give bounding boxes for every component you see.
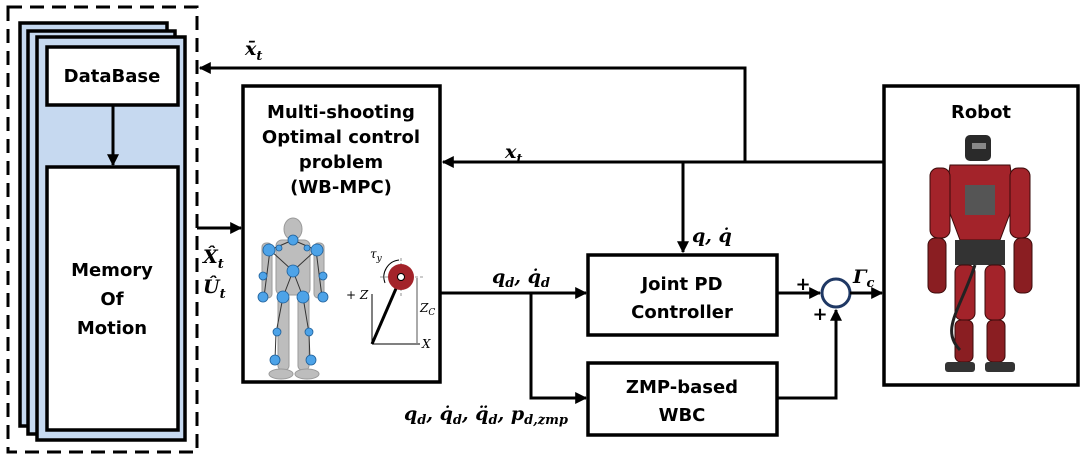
- joint-pd-block: [586, 253, 779, 337]
- zmp-wbc-block: [586, 361, 779, 437]
- u-hat-label: Ût: [203, 275, 226, 302]
- pendulum-diagram: τy + Z ZC X: [346, 247, 435, 351]
- mpc-label-4: (WB-MPC): [290, 177, 392, 198]
- zc-label: ZC: [419, 301, 435, 318]
- qd-qdotd-label: qd, q̇d: [492, 266, 550, 291]
- zmp-inputs-label: qd, q̇d, q̈d, pd,zmp: [404, 403, 568, 428]
- zmp-wbc-label-1: ZMP-based: [626, 377, 738, 398]
- plus-bottom-label: +: [812, 304, 827, 325]
- zmp-wbc-label-2: WBC: [659, 405, 706, 426]
- mpc-label-3: problem: [299, 152, 383, 173]
- joint-pd-label-2: Controller: [631, 302, 733, 323]
- mpc-label-2: Optimal control: [262, 127, 420, 148]
- gamma-label: Γc: [852, 266, 875, 291]
- joint-pd-label-1: Joint PD: [639, 274, 722, 295]
- plus-top-label: +: [795, 274, 810, 295]
- robot-label: Robot: [951, 102, 1011, 123]
- x-axis-label: X: [421, 337, 431, 351]
- tau-label: τy: [370, 247, 383, 264]
- dashed-boundary: [6, 5, 199, 454]
- q-qdot-label: q, q̇: [692, 225, 732, 247]
- robot-block: Robot: [882, 84, 1080, 387]
- memory-label-1: Memory: [71, 260, 153, 281]
- z-axis-label: + Z: [346, 288, 369, 302]
- mpc-block: Multi-shooting Optimal control problem (…: [241, 84, 442, 384]
- xt-label: xt: [504, 141, 522, 167]
- humanoid-model-image: [257, 217, 329, 380]
- torque-arrow: [383, 259, 400, 284]
- mpc-label-1: Multi-shooting: [267, 102, 415, 123]
- refs-to-zmp-arrow: [529, 293, 588, 404]
- memory-of-motion-group: DataBase Memory Of Motion: [6, 5, 199, 454]
- memory-block: [45, 165, 180, 432]
- wbc-to-sum-arrow: [777, 308, 842, 400]
- xbar-feedback-arrow: [198, 62, 747, 162]
- xbar-label: x̄t: [244, 38, 262, 64]
- robot-photo: [927, 135, 1033, 372]
- summing-junction: [820, 277, 852, 309]
- memory-label-2: Of: [100, 289, 123, 310]
- database-label: DataBase: [64, 66, 161, 87]
- memory-label-3: Motion: [77, 318, 147, 339]
- x-hat-label: X̂t: [202, 246, 224, 272]
